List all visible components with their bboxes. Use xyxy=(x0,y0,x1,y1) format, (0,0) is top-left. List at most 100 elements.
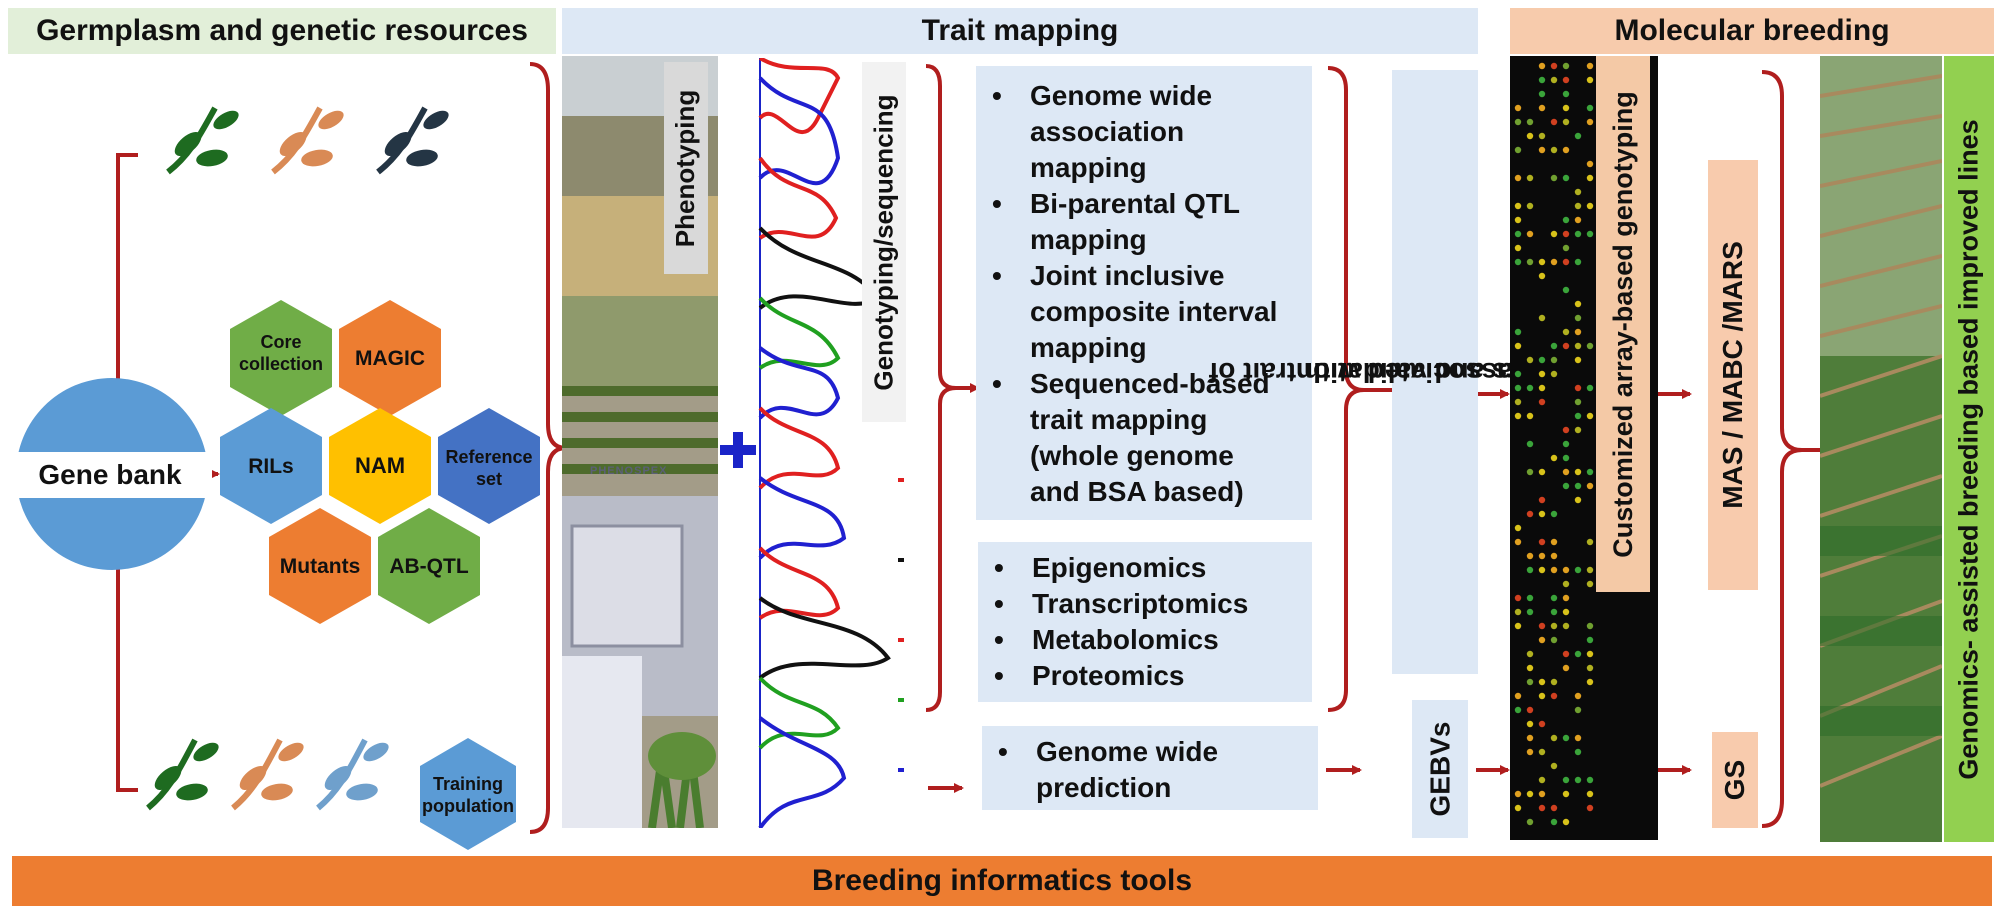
header-germplasm-label: Germplasm and genetic resources xyxy=(36,14,528,47)
method-gwas: Genome wide association mapping xyxy=(980,78,1308,186)
array-spot xyxy=(1574,706,1582,714)
array-spot xyxy=(1514,202,1522,210)
array-spot xyxy=(1562,608,1570,616)
array-spot xyxy=(1550,804,1558,812)
array-spot xyxy=(1574,202,1582,210)
array-spot xyxy=(1550,356,1558,364)
array-spot xyxy=(1574,650,1582,658)
array-spot xyxy=(1550,62,1558,70)
training-line2: population xyxy=(422,796,514,816)
method-jicim: Joint inclusive composite interval mappi… xyxy=(980,258,1308,366)
array-spot xyxy=(1562,664,1570,672)
array-spot xyxy=(1514,104,1522,112)
method-gwas-line2: association xyxy=(1030,116,1185,147)
array-spot xyxy=(1538,804,1546,812)
gene-bank-text: Gene bank xyxy=(38,459,182,490)
array-spot xyxy=(1526,132,1534,140)
array-spot xyxy=(1538,146,1546,154)
array-spot xyxy=(1550,146,1558,154)
array-spot xyxy=(1514,790,1522,798)
prediction-list: Genome wide prediction xyxy=(986,734,1314,806)
array-spot xyxy=(1586,804,1594,812)
array-spot xyxy=(1586,342,1594,350)
header-germplasm: Germplasm and genetic resources xyxy=(8,8,556,54)
method-gwas-line1: Genome wide xyxy=(1030,80,1213,111)
array-spot xyxy=(1514,412,1522,420)
array-spot xyxy=(1562,244,1570,252)
array-spot xyxy=(1574,328,1582,336)
array-spot xyxy=(1526,748,1534,756)
array-spot xyxy=(1526,118,1534,126)
array-spot xyxy=(1550,692,1558,700)
hex-reference-set: Reference set xyxy=(438,408,540,524)
array-spot xyxy=(1550,454,1558,462)
array-spot xyxy=(1514,370,1522,378)
gene-bank-circle xyxy=(12,378,212,570)
array-spot xyxy=(1586,664,1594,672)
array-spot xyxy=(1538,636,1546,644)
hex-mutants-label: Mutants xyxy=(280,555,361,578)
method-biparental-line2: mapping xyxy=(1030,224,1147,255)
improved-lines-label: Genomics- assisted breeding based improv… xyxy=(1944,56,1994,842)
array-spot xyxy=(1526,510,1534,518)
array-spot xyxy=(1538,622,1546,630)
improved-lines-text: Genomics- assisted breeding based improv… xyxy=(1953,118,1984,780)
array-spot xyxy=(1526,594,1534,602)
array-spot xyxy=(1550,636,1558,644)
gebvs-box: GEBVs xyxy=(1412,700,1468,838)
array-spot xyxy=(1526,258,1534,266)
array-spot xyxy=(1586,790,1594,798)
array-spot xyxy=(1586,104,1594,112)
array-spot xyxy=(1538,468,1546,476)
array-spot xyxy=(1574,468,1582,476)
array-spot xyxy=(1586,62,1594,70)
array-spot xyxy=(1550,118,1558,126)
array-spot xyxy=(1562,734,1570,742)
mas-box: MAS / MABC /MARS xyxy=(1708,160,1758,590)
array-spot xyxy=(1514,622,1522,630)
array-spot xyxy=(1538,748,1546,756)
array-spot xyxy=(1586,384,1594,392)
gs-box: GS xyxy=(1712,732,1758,828)
array-spot xyxy=(1562,90,1570,98)
gebvs-text: GEBVs xyxy=(1424,721,1455,817)
hex-core-line2: collection xyxy=(239,354,323,374)
array-spot xyxy=(1514,384,1522,392)
array-spot xyxy=(1574,300,1582,308)
hex-magic-label: MAGIC xyxy=(355,347,425,370)
array-spot xyxy=(1574,188,1582,196)
array-spot xyxy=(1538,272,1546,280)
method-gwas-line3: mapping xyxy=(1030,152,1147,183)
array-spot xyxy=(1574,734,1582,742)
method-seq-line2: trait mapping xyxy=(1030,404,1208,435)
array-genotyping-text: Customized array-based genotyping xyxy=(1607,90,1638,558)
array-spot xyxy=(1586,76,1594,84)
hex-rils: RILs xyxy=(220,408,322,524)
header-molecular-breeding: Molecular breeding xyxy=(1510,8,1994,54)
array-spot xyxy=(1574,398,1582,406)
hex-core-line1: Core xyxy=(260,332,301,352)
array-spot xyxy=(1526,356,1534,364)
seedling-icon-orange xyxy=(271,106,344,175)
seedling-icon-green xyxy=(146,738,219,811)
array-spot xyxy=(1562,216,1570,224)
array-spot xyxy=(1574,384,1582,392)
omics-box: Epigenomics Transcriptomics Metabolomics… xyxy=(978,542,1312,702)
header-trait-mapping: Trait mapping xyxy=(562,8,1478,54)
array-spot xyxy=(1562,440,1570,448)
array-spot xyxy=(1550,734,1558,742)
methods-brace xyxy=(1327,66,1365,712)
array-spot xyxy=(1574,216,1582,224)
array-spot xyxy=(1550,608,1558,616)
array-spot xyxy=(1562,76,1570,84)
array-spot xyxy=(1586,174,1594,182)
array-spot xyxy=(1586,468,1594,476)
array-spot xyxy=(1586,622,1594,630)
method-biparental-qtl: Bi-parental QTL mapping xyxy=(980,186,1308,258)
array-spot xyxy=(1562,258,1570,266)
method-seq-line4: and BSA based) xyxy=(1030,476,1244,507)
array-spot xyxy=(1562,426,1570,434)
gs-text: GS xyxy=(1719,759,1750,801)
array-spot xyxy=(1550,566,1558,574)
array-spot xyxy=(1586,230,1594,238)
